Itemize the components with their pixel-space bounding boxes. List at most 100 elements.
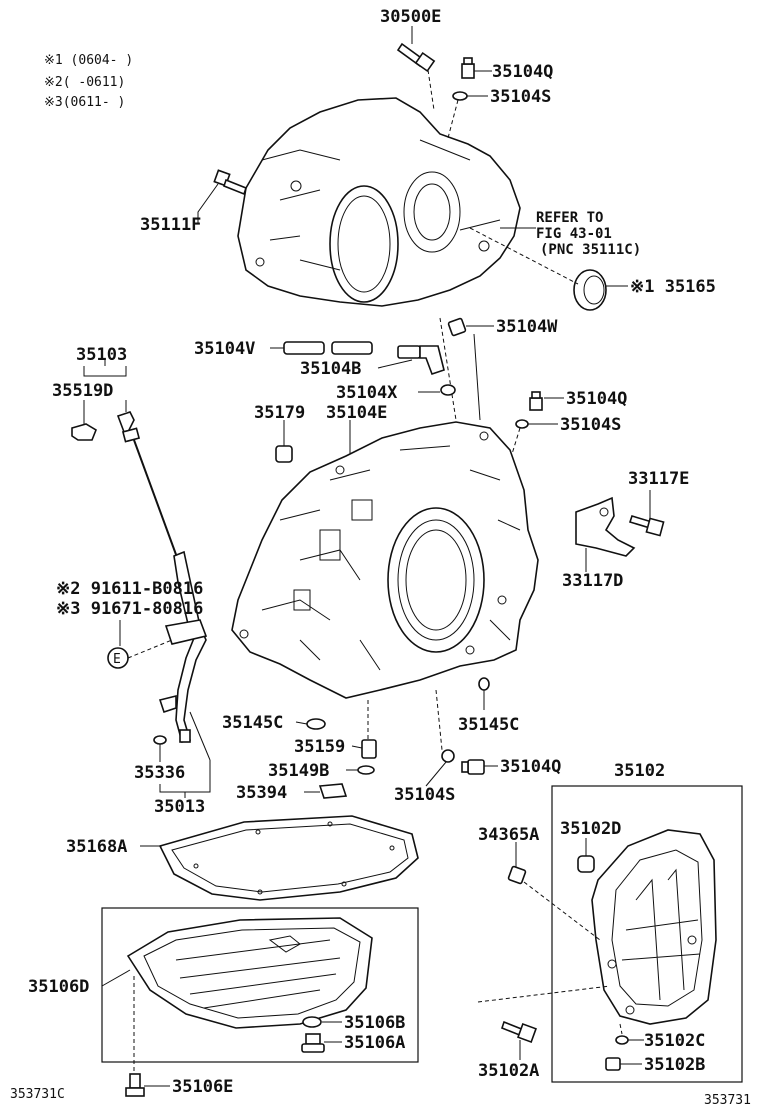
label-35104S-mid: 35104S (560, 415, 621, 435)
code-right: 353731 (704, 1093, 751, 1108)
line-35104W-right (473, 333, 481, 421)
leader-35104S-low (425, 761, 447, 787)
label-35103: 35103 (76, 345, 127, 365)
label-91671: ※3 91671-80816 (56, 599, 203, 619)
leader-35013-a (189, 711, 211, 761)
bracket-33117D[interactable] (575, 496, 636, 557)
bracket-35103 (83, 358, 127, 377)
legend-line-1: ※1 (0604- ) (44, 53, 133, 68)
plug-35104Q-top[interactable] (461, 57, 475, 79)
fitting-35104B[interactable] (397, 345, 445, 376)
label-35159: 35159 (294, 737, 345, 757)
dash-35104W-left (439, 317, 457, 421)
oring-35104S-mid[interactable] (515, 419, 529, 429)
label-35519D: 35519D (52, 381, 113, 401)
label-35106D: 35106D (28, 977, 89, 997)
dash-top-plug (447, 99, 459, 139)
refer-line-2: FIG 43-01 (536, 226, 612, 242)
label-35145C-left: 35145C (222, 713, 283, 733)
label-35149B: 35149B (268, 761, 329, 781)
label-35104B: 35104B (300, 359, 361, 379)
oil-pan-35106D[interactable] (126, 917, 373, 1029)
dash-35104S-low (435, 689, 443, 751)
label-35104E: 35104E (326, 403, 387, 423)
pipe-35104V[interactable] (283, 341, 373, 355)
plug-35104Q-mid[interactable] (529, 391, 543, 411)
legend-line-3: ※3(0611- ) (44, 95, 125, 110)
code-left: 353731C (10, 1087, 65, 1102)
label-35111F: 35111F (140, 215, 201, 235)
refer-line-3: (PNC 35111C) (540, 242, 641, 258)
label-35102D: 35102D (560, 819, 621, 839)
label-35104S-low: 35104S (394, 785, 455, 805)
label-35165: ※1 35165 (630, 277, 716, 297)
label-91611: ※2 91611-B0816 (56, 579, 203, 599)
label-35102: 35102 (614, 761, 665, 781)
plug-35104W[interactable] (447, 317, 467, 337)
label-35104Q-mid: 35104Q (566, 389, 627, 409)
label-35104V: 35104V (194, 339, 255, 359)
label-35106E: 35106E (172, 1077, 233, 1097)
leader-35104B (377, 359, 413, 369)
circle-E-label: E (113, 652, 121, 667)
oring-35145C-right[interactable] (478, 677, 490, 691)
label-33117D: 33117D (562, 571, 623, 591)
bolt-34365A[interactable] (507, 865, 527, 885)
transaxle-case-35104E[interactable] (231, 421, 539, 699)
oring-35336[interactable] (153, 735, 167, 745)
plug-35102B[interactable] (605, 1057, 621, 1071)
label-35013: 35013 (154, 797, 205, 817)
label-35106A: 35106A (344, 1033, 405, 1053)
seal-35165[interactable] (573, 269, 607, 311)
leader-35106D (101, 969, 131, 987)
extension-housing-35102[interactable] (591, 829, 717, 1025)
box-35102 (551, 785, 743, 1083)
refer-line-1: REFER TO (536, 210, 603, 226)
bolt-35106E[interactable] (125, 1073, 145, 1097)
leader-35145C-left (295, 721, 308, 725)
plug-35159[interactable] (361, 739, 377, 759)
bolt-91611-callout[interactable]: E (107, 647, 129, 669)
bolt-30500E[interactable] (396, 42, 436, 111)
washer-35106B[interactable] (302, 1016, 322, 1028)
dash-35102A (477, 985, 611, 1003)
label-33117E: 33117E (628, 469, 689, 489)
bolt-35111F[interactable] (213, 169, 247, 196)
leader-35111F (197, 183, 219, 224)
dash-35104S-mid (511, 427, 521, 455)
box-oil-pan (101, 907, 419, 1063)
label-35102A: 35102A (478, 1061, 539, 1081)
dash-35102C (619, 1023, 623, 1035)
dipstick-gauge[interactable] (116, 411, 179, 561)
label-35394: 35394 (236, 783, 287, 803)
converter-housing[interactable] (237, 97, 521, 307)
dash-34365A (523, 881, 601, 941)
dash-seal (469, 227, 579, 285)
washer-35145C-left[interactable] (306, 718, 326, 730)
plug-35104Q-low[interactable] (461, 759, 485, 775)
bolt-33117E[interactable] (628, 515, 665, 537)
dipstick-tube-35013[interactable] (158, 550, 208, 743)
magnet-35394[interactable] (318, 783, 348, 799)
washer-35149B[interactable] (357, 765, 375, 775)
label-35168A: 35168A (66, 837, 127, 857)
oring-35104S-top[interactable] (452, 91, 468, 101)
oring-35104S-low[interactable] (441, 749, 455, 763)
oring-35102C[interactable] (615, 1035, 629, 1045)
label-35106B: 35106B (344, 1013, 405, 1033)
label-30500E: 30500E (380, 7, 441, 27)
plug-35179[interactable] (275, 445, 293, 463)
legend-line-2: ※2( -0611) (44, 75, 125, 90)
bolt-35102A[interactable] (501, 1020, 537, 1043)
label-35104Q-top: 35104Q (492, 62, 553, 82)
clip-35519D[interactable] (71, 423, 97, 441)
dowel-35102D[interactable] (577, 855, 595, 873)
gasket-35168A[interactable] (158, 815, 419, 901)
legend: ※1 (0604- ) ※2( -0611) ※3(0611- ) (44, 53, 133, 110)
dash-circle-E (127, 639, 173, 659)
oring-35104X[interactable] (440, 384, 456, 396)
label-35179: 35179 (254, 403, 305, 423)
drain-plug-35106A[interactable] (301, 1033, 325, 1053)
label-35104W: 35104W (496, 317, 558, 337)
